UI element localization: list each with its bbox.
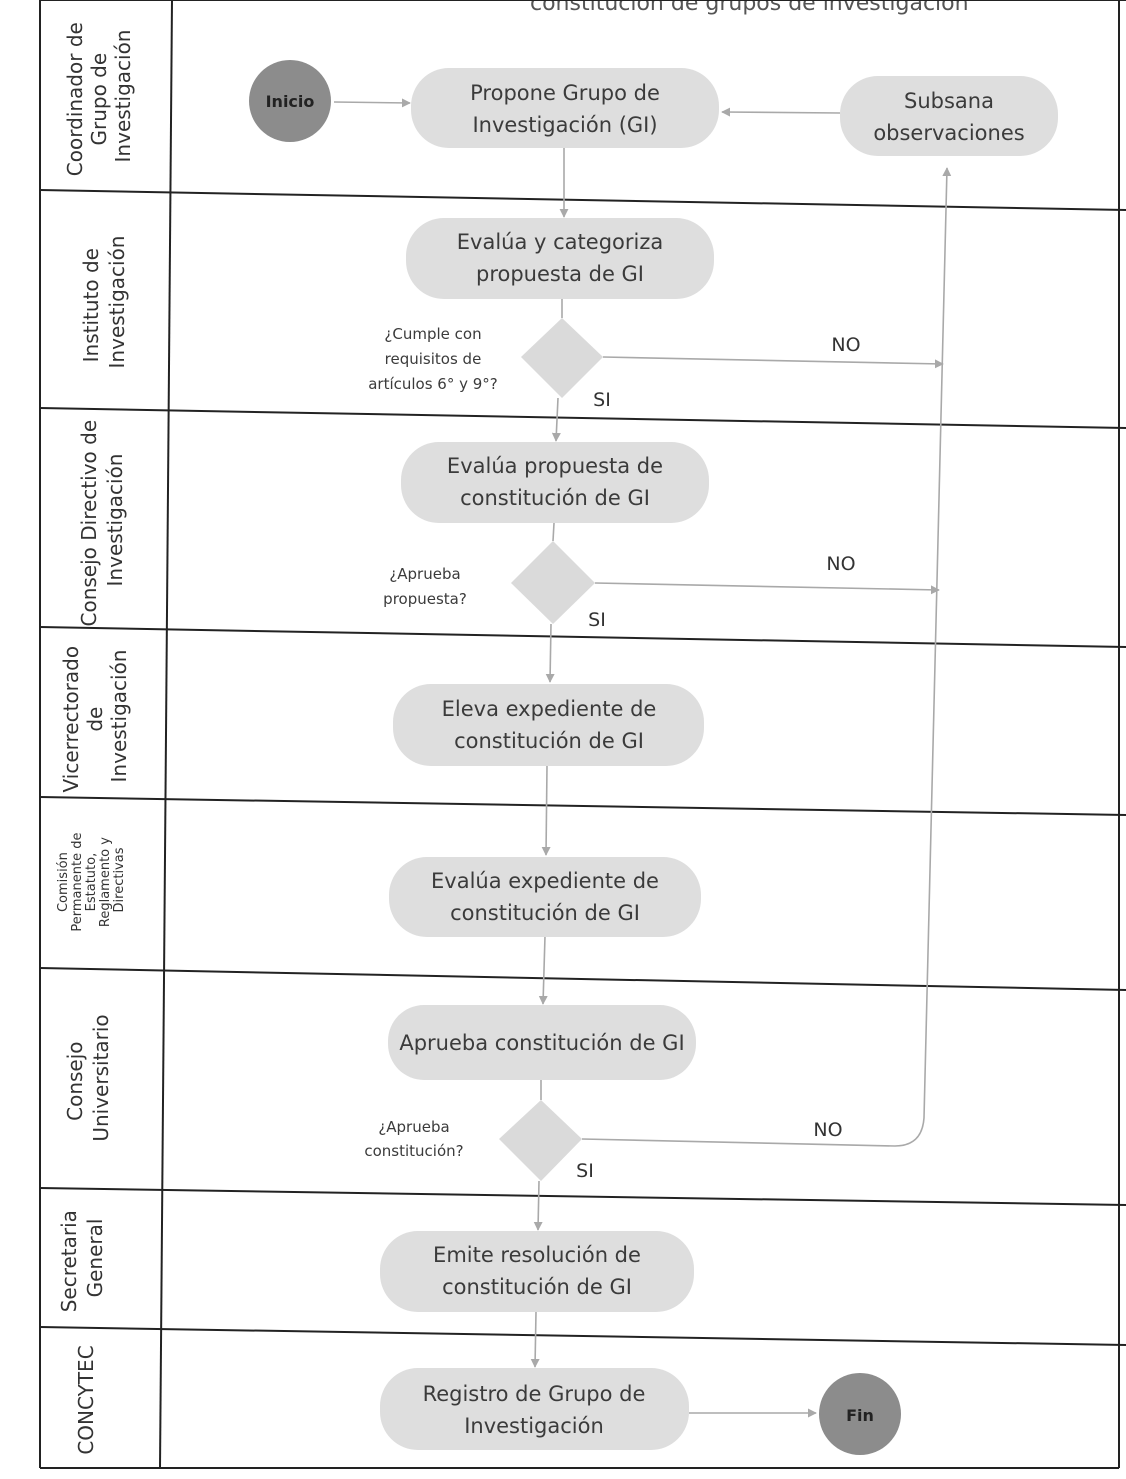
lane-label-line: Vicerrectorado xyxy=(59,646,83,793)
lane-label-line: Investigación xyxy=(111,30,135,163)
arrow-subsana-propone xyxy=(721,107,841,117)
process-text: constitución de GI xyxy=(442,1275,632,1299)
branch-no-label: NO xyxy=(826,553,855,575)
lane-label-line: Consejo xyxy=(63,1041,87,1120)
lane-label-line: Directivas xyxy=(112,847,127,912)
lane-label-coordinador: Coordinador de Grupo de Investigación xyxy=(63,16,135,176)
arrow-eleva-evalua3 xyxy=(541,765,551,856)
decision-aprueba-propuesta: ¿Aprueba propuesta? NO SI xyxy=(383,541,856,631)
process-aprueba-constitucion: Aprueba constitución de GI xyxy=(388,1005,696,1080)
branch-si-label: SI xyxy=(593,389,611,411)
swimlane-grid xyxy=(39,0,1126,1469)
arrow-decision2-no xyxy=(594,582,940,595)
lane-label-line: Secretaria xyxy=(57,1210,81,1312)
decision-text: constitución? xyxy=(364,1142,463,1160)
arrow-decision3-si xyxy=(533,1180,543,1231)
lane-label-consejo-universitario: Consejo Universitario xyxy=(63,1014,113,1141)
process-propone-grupo: Propone Grupo de Investigación (GI) xyxy=(411,68,719,148)
lane-label-secretaria: Secretaria General xyxy=(57,1204,107,1313)
branch-no-label: NO xyxy=(813,1119,842,1141)
branch-si-label: SI xyxy=(588,609,606,631)
branch-si-label: SI xyxy=(576,1160,594,1182)
svg-text:Consejo Directivo de Inv: Consejo Directivo de Investigación xyxy=(77,414,127,627)
process-evalua-propuesta: Evalúa propuesta de constitución de GI xyxy=(401,442,709,523)
process-text: propuesta de GI xyxy=(476,262,644,286)
process-text: constitución de GI xyxy=(450,901,640,925)
svg-text:Consejo Universitario: Consejo Universitario xyxy=(63,1014,113,1141)
process-text: Registro de Grupo de xyxy=(423,1382,646,1406)
start-label: Inicio xyxy=(266,92,315,111)
decision-text: ¿Aprueba xyxy=(378,1118,449,1136)
arrow-inicio-propone xyxy=(333,98,411,108)
lane-label-line: Investigación xyxy=(103,454,127,587)
lane-label-line: Permanente de xyxy=(70,833,85,932)
process-emite-resolucion: Emite resolución de constitución de GI xyxy=(380,1231,694,1312)
lane-label-line: General xyxy=(83,1219,107,1298)
decision-text: artículos 6° y 9°? xyxy=(368,375,498,393)
svg-text:Secretaria General: Secretaria General xyxy=(57,1204,107,1313)
process-text: Subsana xyxy=(904,89,994,113)
process-text: Evalúa expediente de xyxy=(431,869,659,893)
process-text: constitución de GI xyxy=(454,729,644,753)
svg-text:Instituto de Investigaci: Instituto de Investigación xyxy=(79,236,129,369)
decision-aprueba-constitucion: ¿Aprueba constitución? NO SI xyxy=(364,1100,843,1182)
process-text: constitución de GI xyxy=(460,486,650,510)
start-node: Inicio xyxy=(249,60,331,142)
arrow-evalua2-decision2 xyxy=(552,522,555,542)
lane-label-concytec: CONCYTEC xyxy=(74,1345,98,1454)
lane-label-line: Comisión xyxy=(56,852,71,912)
lane-label-instituto: Instituto de Investigación xyxy=(79,236,129,369)
arrow-decision2-si xyxy=(545,623,555,683)
lane-label-line: Investigación xyxy=(105,236,129,369)
process-text: Investigación xyxy=(464,1414,604,1438)
lane-label-line: Reglamento y xyxy=(98,837,113,927)
lane-label-line: Universitario xyxy=(89,1014,113,1141)
process-text: Eleva expediente de xyxy=(442,697,657,721)
lane-label-line: Coordinador de xyxy=(63,22,87,176)
arrow-decision1-no xyxy=(602,356,944,369)
process-registro-grupo: Registro de Grupo de Investigación xyxy=(380,1368,689,1450)
process-eleva-expediente: Eleva expediente de constitución de GI xyxy=(393,684,704,766)
arrow-emite-registro xyxy=(530,1311,540,1368)
lane-label-line: Instituto de xyxy=(79,248,103,362)
lane-label-line: Estatuto, xyxy=(84,853,99,912)
connectors xyxy=(333,98,952,1418)
arrow-decision3-no-return xyxy=(581,167,952,1147)
arrow-evalua3-aprueba xyxy=(538,935,548,1005)
process-evalua-categoriza: Evalúa y categoriza propuesta de GI xyxy=(406,218,714,299)
lane-label-vicerrectorado: Vicerrectorado de Investigación xyxy=(59,640,131,793)
diagram-title-fragment: constitución de grupos de investigación xyxy=(530,0,969,16)
process-subsana-observaciones: Subsana observaciones xyxy=(840,76,1058,156)
process-text: Propone Grupo de xyxy=(470,81,660,105)
svg-text:Vicerrectorado de: Vicerrectorado de Investigación xyxy=(59,640,131,793)
lane-label-line: Investigación xyxy=(107,650,131,783)
svg-text:Comisión Permanente de: Comisión Permanente de Estatuto, Reglame… xyxy=(56,828,127,931)
lane-label-line: Consejo Directivo de xyxy=(77,420,101,627)
lane-label-line: CONCYTEC xyxy=(74,1345,98,1454)
decision-text: requisitos de xyxy=(385,350,482,368)
lane-label-consejo-directivo: Consejo Directivo de Investigación xyxy=(77,414,127,627)
decision-text: ¿Cumple con xyxy=(384,325,481,343)
end-label: Fin xyxy=(846,1406,874,1425)
lane-label-comision: Comisión Permanente de Estatuto, Reglame… xyxy=(56,828,127,932)
branch-no-label: NO xyxy=(831,334,860,356)
process-text: observaciones xyxy=(873,121,1024,145)
decision-cumple-requisitos: ¿Cumple con requisitos de artículos 6° y… xyxy=(368,318,861,411)
process-evalua-expediente: Evalúa expediente de constitución de GI xyxy=(389,857,701,937)
svg-text:Coordinador de Grupo de: Coordinador de Grupo de Investigación xyxy=(63,16,135,176)
lane-label-line: de xyxy=(83,707,107,732)
process-text: Investigación (GI) xyxy=(472,113,657,137)
process-text: Emite resolución de xyxy=(433,1243,641,1267)
end-node: Fin xyxy=(819,1373,901,1455)
process-text: Evalúa y categoriza xyxy=(457,230,663,254)
arrow-decision1-si xyxy=(551,397,561,442)
lane-label-line: Grupo de xyxy=(87,53,111,146)
decision-text: ¿Aprueba xyxy=(389,565,460,583)
process-text: Evalúa propuesta de xyxy=(447,454,663,478)
decision-text: propuesta? xyxy=(383,590,467,608)
process-text: Aprueba constitución de GI xyxy=(399,1031,684,1055)
svg-text:CONCYTEC: CONCYTEC xyxy=(74,1345,98,1454)
